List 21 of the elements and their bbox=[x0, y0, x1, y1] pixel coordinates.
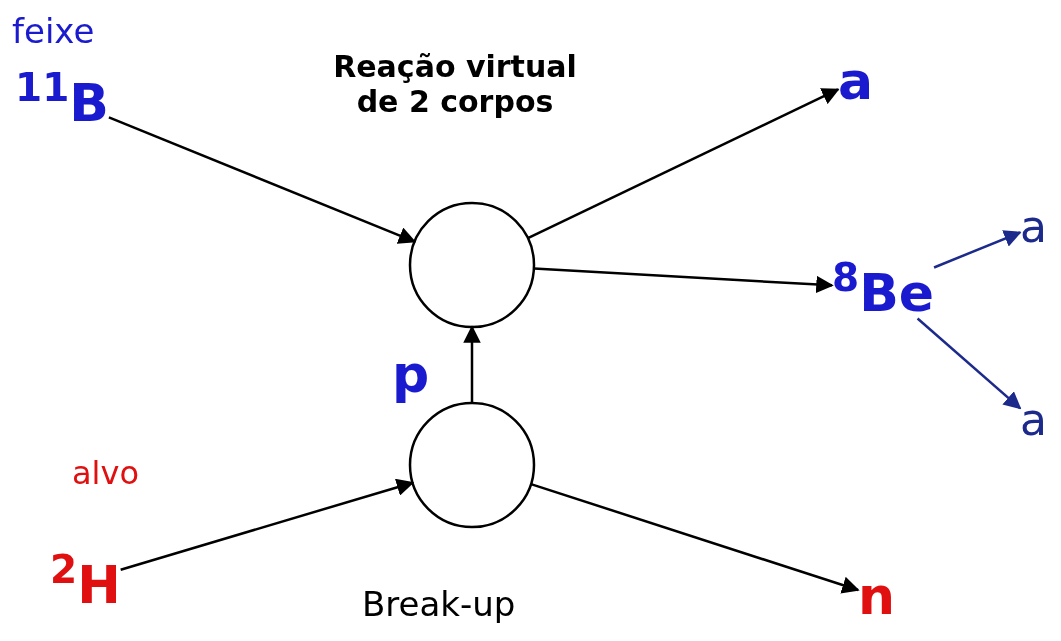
particle-label: a bbox=[838, 55, 874, 107]
particle-label: $^{2}$H bbox=[50, 550, 121, 611]
vertex-circle bbox=[408, 201, 536, 329]
particle-label: $^{8}$Be bbox=[832, 258, 935, 319]
arrow bbox=[527, 88, 840, 240]
particle-label: a bbox=[1020, 205, 1047, 249]
arrow bbox=[933, 230, 1022, 269]
arrow bbox=[533, 267, 834, 294]
arrow bbox=[916, 317, 1022, 410]
particle-label: n bbox=[858, 570, 896, 622]
vertex-circle bbox=[408, 401, 536, 529]
arrow bbox=[108, 116, 417, 244]
annotation-text: feixe bbox=[12, 12, 95, 52]
particle-label: a bbox=[1020, 398, 1047, 442]
arrow bbox=[530, 482, 860, 594]
annotation-text: alvo bbox=[72, 455, 139, 492]
arrow bbox=[463, 325, 481, 403]
annotation-text: Reação virtual de 2 corpos bbox=[332, 50, 578, 119]
arrow bbox=[120, 478, 415, 571]
particle-label: $^{11}$B bbox=[15, 68, 109, 129]
annotation-text: Break-up bbox=[362, 585, 516, 625]
